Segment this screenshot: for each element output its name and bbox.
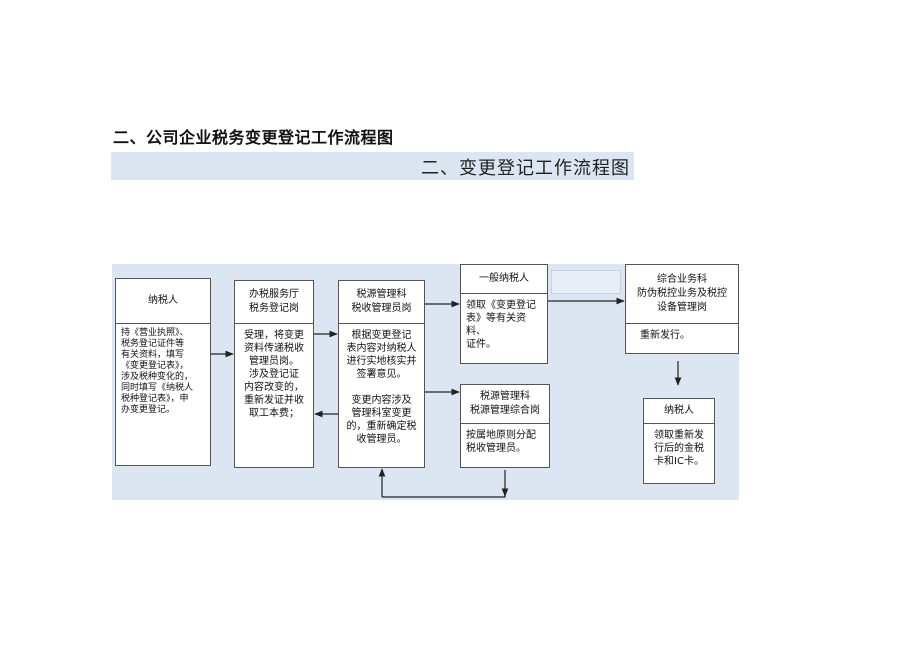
box-tax-admin-body: 根据变更登记 表内容对纳税人 进行实地核实并 签署意见。 变更内容涉及 管理科室… — [346, 330, 417, 445]
title-banner: 二、变更登记工作流程图 — [111, 152, 634, 180]
box-service-hall-body: 受理，将变更 资料传递税收 管理员岗。 涉及登记证 内容改变的， 重新发证并收 … — [244, 330, 304, 419]
box-composite-title: 综合业务科 防伪税控业务及税控 设备管理岗 — [626, 265, 738, 324]
flowchart: 纳税人 持《营业执照》、 税务登记证件等 有关资料，填写 《变更登记表》， 涉及… — [112, 264, 739, 500]
banner-title: 二、变更登记工作流程图 — [421, 158, 630, 179]
box-taxpayer: 纳税人 持《营业执照》、 税务登记证件等 有关资料，填写 《变更登记表》， 涉及… — [115, 278, 211, 466]
box-tax-admin: 税源管理科 税收管理员岗 根据变更登记 表内容对纳税人 进行实地核实并 签署意见… — [338, 280, 425, 468]
loop-line — [382, 470, 506, 498]
box-taxpayer-body: 持《营业执照》、 税务登记证件等 有关资料，填写 《变更登记表》， 涉及税种变化… — [121, 328, 194, 415]
box-taxpayer2-body: 领取重新发 行后的金税 卡和IC卡。 — [654, 430, 704, 467]
box-service-hall-title: 办税服务厅 税务登记岗 — [235, 281, 313, 324]
box-taxpayer2: 纳税人 领取重新发 行后的金税 卡和IC卡。 — [643, 398, 715, 484]
section-heading: 二、公司企业税务变更登记工作流程图 — [113, 128, 394, 147]
box-composite-body: 重新发行。 — [640, 330, 690, 341]
flow-arrows — [211, 297, 682, 498]
box-general-taxpayer-title: 一般纳税人 — [461, 265, 547, 294]
box-taxpayer2-title: 纳税人 — [644, 399, 714, 424]
box-general-taxpayer-body: 领取《变更登记 表》等有关资料、 证件。 — [466, 300, 536, 350]
box-source-composite: 税源管理科 税源管理综合岗 按属地原则分配 税收管理员。 — [460, 384, 550, 468]
box-tax-admin-title: 税源管理科 税收管理员岗 — [339, 281, 424, 324]
box-source-composite-body: 按属地原则分配 税收管理员。 — [466, 430, 536, 454]
box-service-hall: 办税服务厅 税务登记岗 受理，将变更 资料传递税收 管理员岗。 涉及登记证 内容… — [234, 280, 314, 468]
box-taxpayer-title: 纳税人 — [116, 279, 210, 324]
box-composite: 综合业务科 防伪税控业务及税控 设备管理岗 重新发行。 — [625, 264, 739, 354]
box-source-composite-title: 税源管理科 税源管理综合岗 — [461, 385, 549, 424]
decorative-rect — [551, 270, 621, 294]
box-general-taxpayer: 一般纳税人 领取《变更登记 表》等有关资料、 证件。 — [460, 264, 548, 364]
